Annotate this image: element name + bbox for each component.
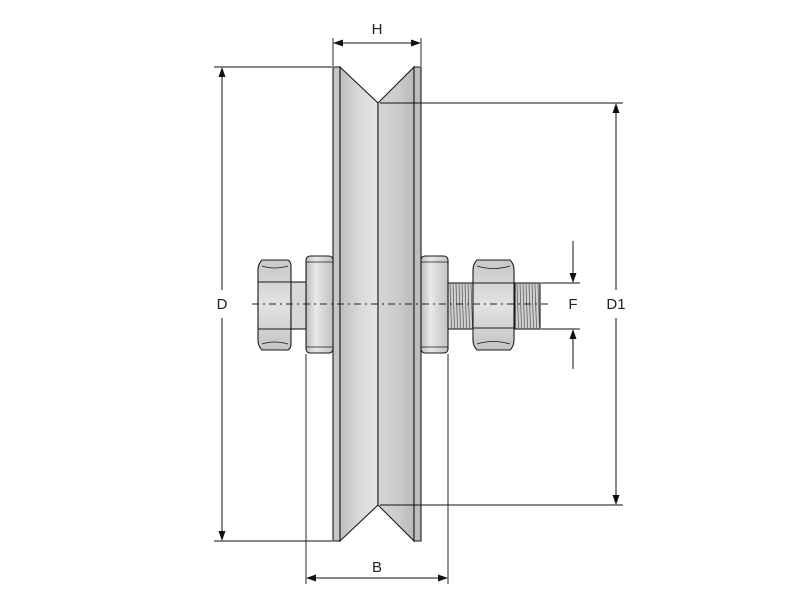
thread-line [467, 283, 470, 329]
bolt-head [257, 259, 307, 351]
thread-line [452, 283, 455, 329]
shaft-threads-right [516, 283, 540, 329]
thread-line [534, 283, 537, 329]
dimension-f: F [541, 241, 580, 369]
dimension-d: D [214, 66, 332, 542]
dimension-h: H [332, 21, 422, 66]
thread-line [458, 283, 461, 329]
shaft-threads-left [449, 283, 473, 329]
thread-line [525, 283, 528, 329]
dimension-b: B [305, 354, 449, 584]
thread-line [464, 283, 467, 329]
dimension-label-f: F [568, 296, 577, 313]
dimension-label-d1: D1 [606, 296, 625, 313]
thread-line [528, 283, 531, 329]
left-bushing [305, 255, 334, 354]
hex-nut [472, 259, 515, 351]
thread-line [461, 283, 464, 329]
thread-line [519, 283, 522, 329]
dimension-label-b: B [372, 559, 382, 576]
thread-line [516, 283, 519, 329]
threaded-shaft [447, 282, 541, 330]
thread-line [449, 283, 452, 329]
thread-line [522, 283, 525, 329]
thread-line [537, 283, 540, 329]
dimension-label-h: H [372, 21, 383, 38]
thread-line [470, 283, 473, 329]
thread-line [455, 283, 458, 329]
thread-line [531, 283, 534, 329]
dimension-label-d: D [217, 296, 228, 313]
dimension-d1: D1 [380, 102, 626, 506]
